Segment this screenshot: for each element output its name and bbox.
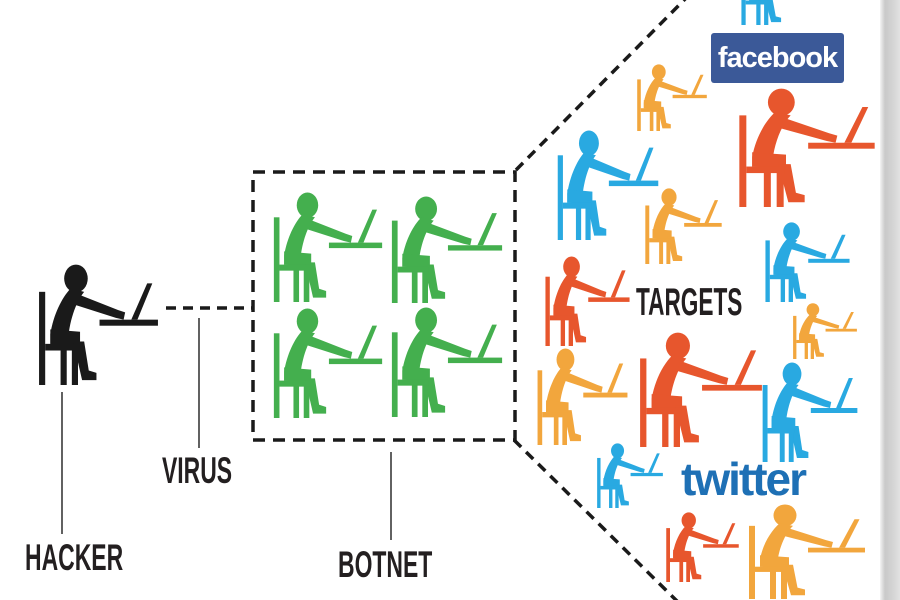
person-figure-bot-3: [273, 308, 383, 418]
person-figure-bot-4: [391, 307, 503, 417]
page-edge-shadow: [880, 0, 900, 600]
targets-label: TARGETS: [636, 281, 743, 324]
facebook-logo-text: facebook: [717, 41, 838, 74]
facebook-logo: facebook: [711, 33, 844, 83]
twitter-logo: twitter: [681, 453, 807, 505]
person-figure-target-blue-2: [765, 222, 850, 302]
person-figure-target-red-4: [666, 512, 739, 582]
person-figure-target-red-1: [739, 88, 875, 207]
person-figure-target-blue-3: [762, 362, 858, 462]
person-figure-target-red-2: [545, 256, 630, 346]
virus-label: VIRUS: [162, 450, 233, 491]
person-figure-target-amber-1: [637, 64, 707, 131]
zoom-bottom: [512, 438, 679, 600]
person-figure-target-blue-1: [557, 130, 659, 240]
botnet-label: BOTNET: [338, 544, 433, 585]
person-figure-target-amber-5: [749, 504, 865, 599]
person-figure-hacker: [39, 264, 158, 385]
person-figure-target-amber-3: [793, 303, 857, 359]
botnet-box: [251, 170, 517, 442]
zoom-top: [514, 0, 687, 172]
person-figure-target-blue-top: [741, 0, 824, 25]
person-figure-target-amber-2: [645, 188, 722, 264]
person-figure-target-blue-4: [597, 443, 663, 508]
person-figure-bot-1: [273, 192, 383, 302]
person-figure-target-amber-4: [537, 348, 628, 445]
person-figure-target-red-3: [640, 332, 762, 447]
person-figure-bot-2: [391, 196, 503, 303]
hacker-label: HACKER: [25, 537, 124, 578]
